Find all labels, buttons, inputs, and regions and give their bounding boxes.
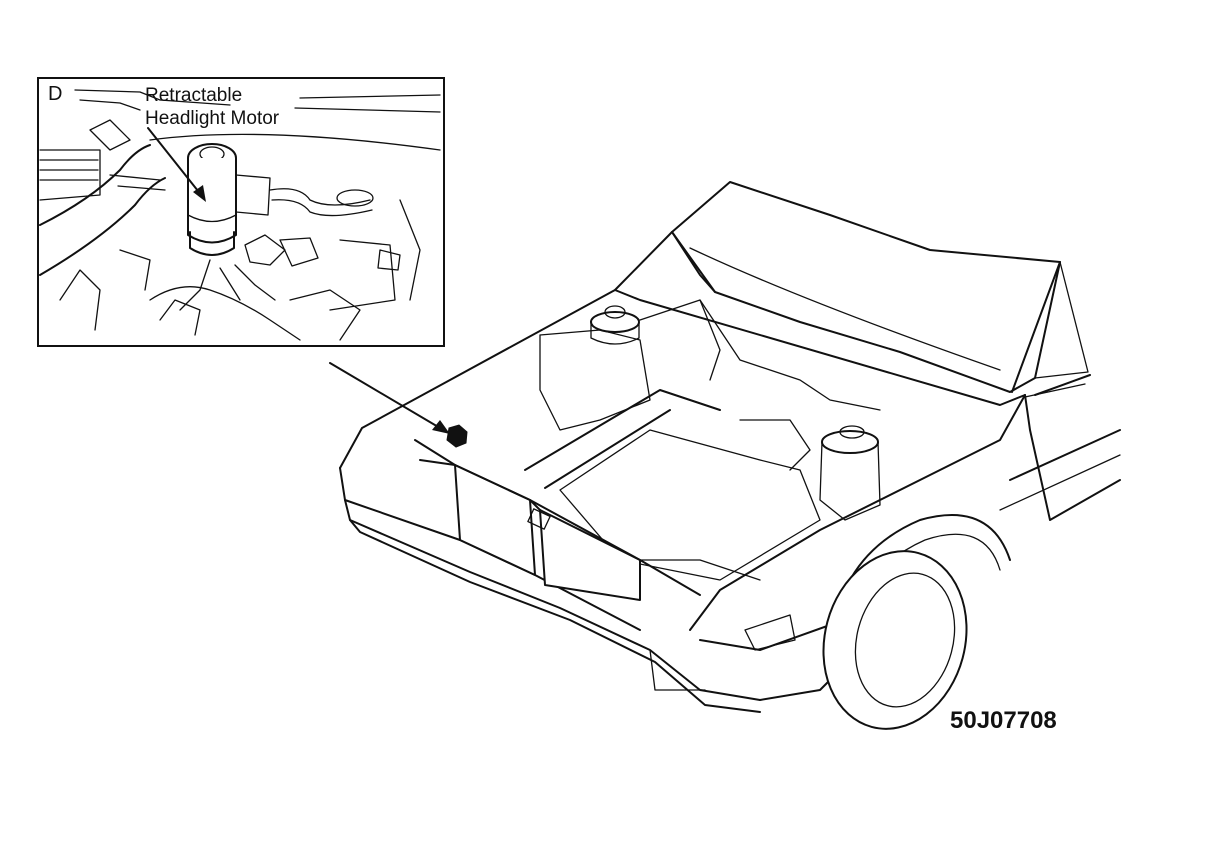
inset-callout-leader [147,127,206,202]
left-reservoir [590,305,640,345]
leader-arrow [329,362,450,434]
callout-label-line2: Headlight Motor [145,108,280,129]
engine-bay [414,299,881,601]
front-wheel [822,550,968,730]
right-reservoir [819,425,881,521]
raised-hood [671,181,1089,393]
windshield [1011,261,1091,398]
car-illustration [329,181,1121,730]
headlight-motor [187,143,271,256]
figure-code: 50J07708 [950,707,1057,734]
headlight-motor-marker [446,424,468,448]
inset-view-letter: D [48,83,62,105]
inset-engine-sketch [39,89,441,341]
callout-label-line1: Retractable [145,85,242,106]
inset-detail-view: D Retractable Headlight Motor [37,77,445,347]
